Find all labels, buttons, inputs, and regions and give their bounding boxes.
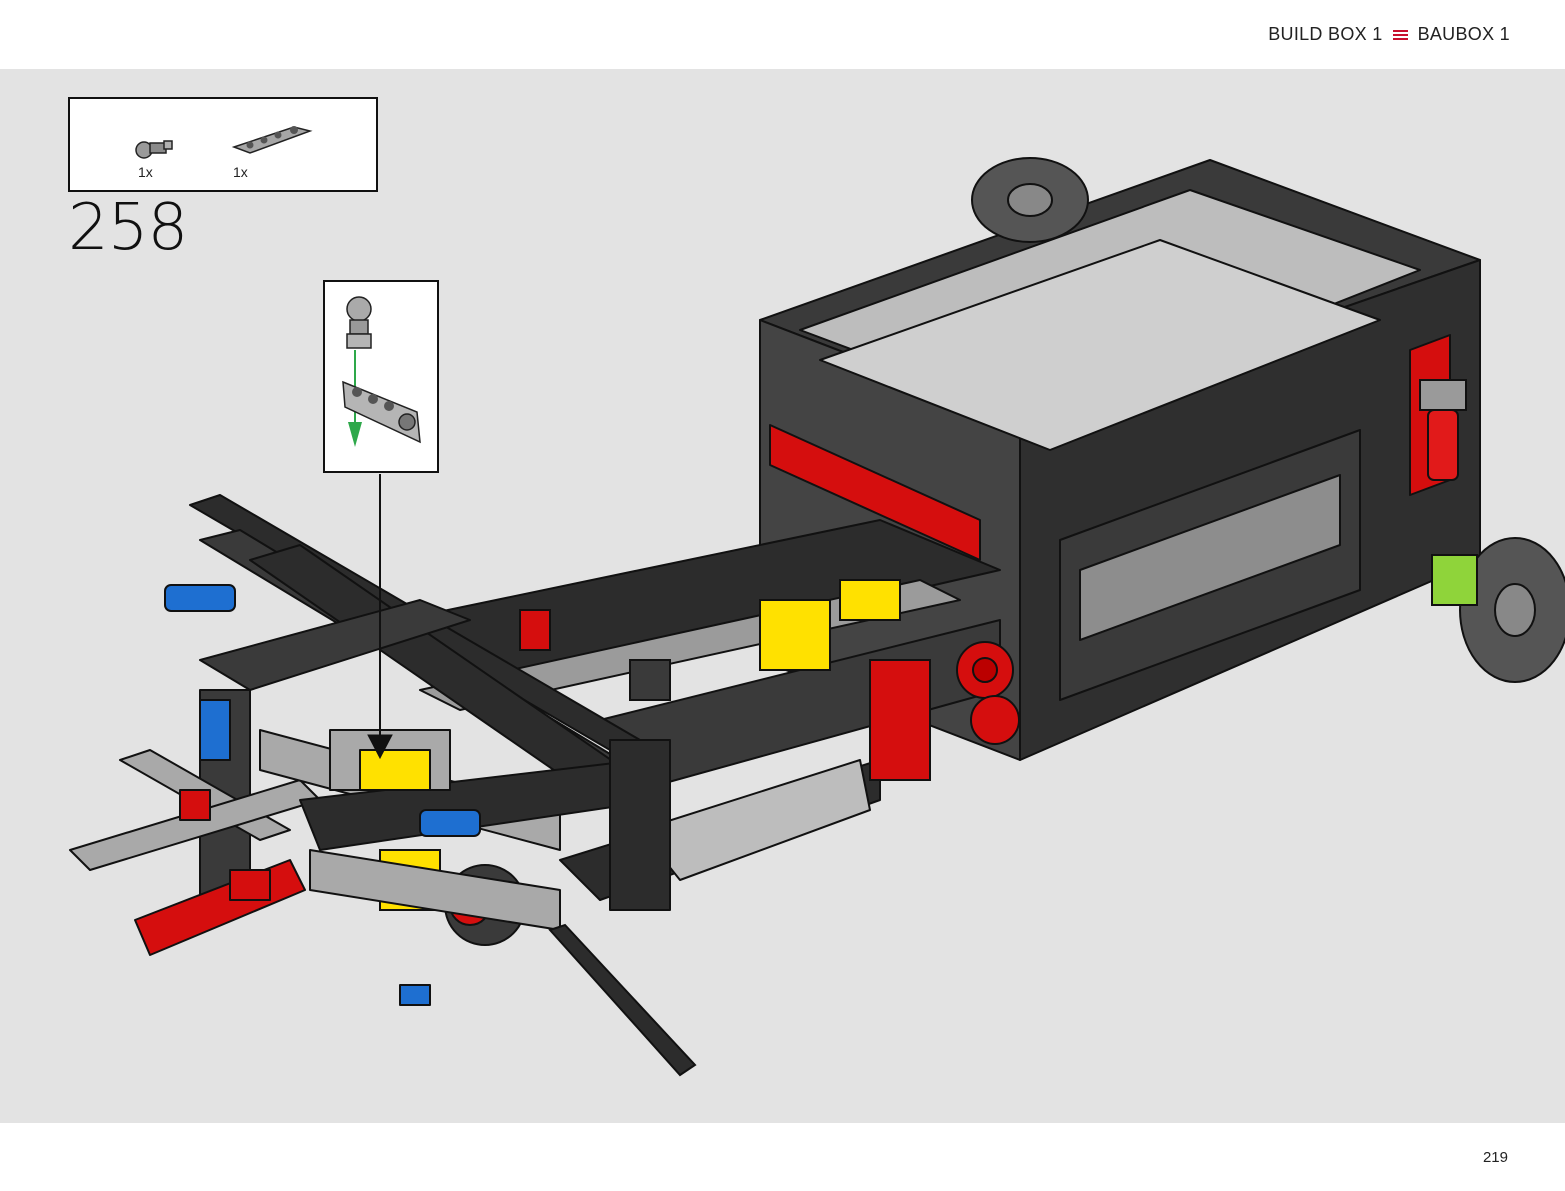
placement-arrow (367, 474, 393, 760)
assembly-detail-icon (342, 296, 421, 447)
thin-beam-4-part-icon (231, 126, 313, 154)
build-box-de: BAUBOX 1 (1417, 24, 1510, 44)
part-quantity-1: 1x (138, 164, 153, 180)
rear-wheels (971, 157, 1565, 683)
parts-list-box: 1x 1x (68, 97, 378, 192)
steering-shaft (548, 923, 697, 1077)
instruction-stage (0, 69, 1565, 1123)
menu-lines-icon (1392, 29, 1408, 41)
pin-with-ball-part-icon (135, 140, 173, 159)
page-number: 219 (1482, 1149, 1508, 1166)
assembly-callout-box (323, 280, 439, 473)
part-quantity-2: 1x (233, 164, 248, 180)
build-box-label: BUILD BOX 1 BAUBOX 1 (1268, 24, 1510, 45)
step-number: 258 (68, 191, 188, 265)
page-footer: 219 (0, 1123, 1565, 1191)
shock-absorber (1419, 379, 1467, 481)
front-frame (69, 494, 671, 1006)
page-header: BUILD BOX 1 BAUBOX 1 (0, 0, 1565, 69)
build-box-en: BUILD BOX 1 (1268, 24, 1383, 44)
car-chassis-model-icon (69, 157, 1565, 1077)
